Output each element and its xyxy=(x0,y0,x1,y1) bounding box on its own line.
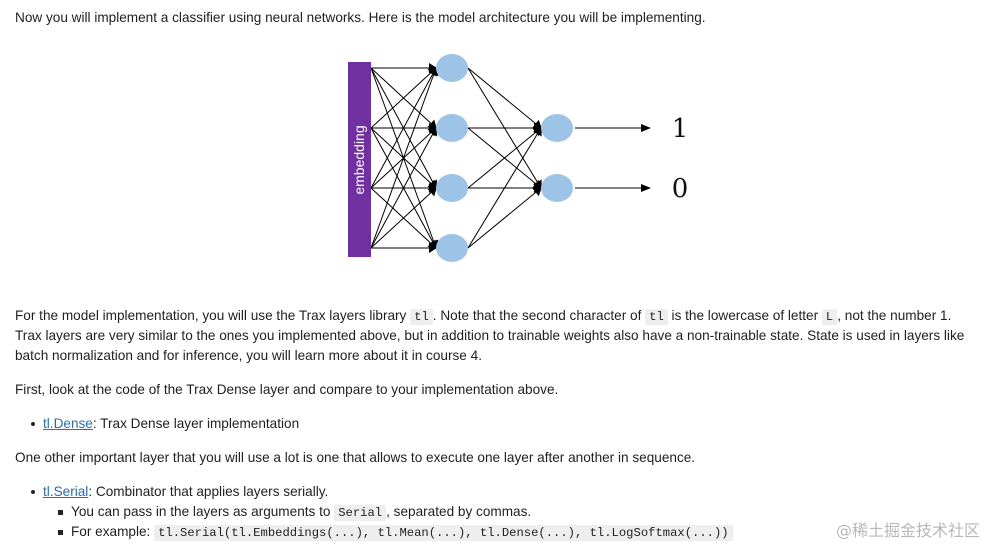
code-example: tl.Serial(tl.Embeddings(...), tl.Mean(..… xyxy=(154,525,733,541)
edge xyxy=(370,187,437,249)
sub1-text-b: , separated by commas. xyxy=(386,504,532,519)
para1-text-b: . Note that the second character of xyxy=(432,308,646,323)
code-tl-2: tl xyxy=(645,309,668,325)
dense-item: tl.Dense: Trax Dense layer implementatio… xyxy=(43,414,299,434)
nodes-group xyxy=(436,54,573,262)
code-tl: tl xyxy=(410,309,433,325)
serial-item: tl.Serial: Combinator that applies layer… xyxy=(43,482,328,502)
bullet-icon xyxy=(31,422,35,426)
dense-item-text: : Trax Dense layer implementation xyxy=(92,416,300,431)
hidden-node xyxy=(436,174,468,202)
edge xyxy=(467,127,542,249)
edges-group xyxy=(370,63,542,253)
outputs-group: 10 xyxy=(575,114,688,204)
watermark: @稀土掘金技术社区 xyxy=(836,521,981,540)
sub1-text-a: You can pass in the layers as arguments … xyxy=(71,504,335,519)
hidden-node xyxy=(436,234,468,262)
para1-line1: For the model implementation, you will u… xyxy=(15,306,951,327)
output-label: 1 xyxy=(672,114,689,144)
output-node xyxy=(541,114,573,142)
hidden-node xyxy=(436,114,468,142)
hidden-node xyxy=(436,54,468,82)
tl-serial-link[interactable]: tl.Serial xyxy=(43,484,89,499)
sub2-text-a: For example: xyxy=(71,524,155,539)
edge xyxy=(467,67,542,129)
serial-subitem-2: For example: tl.Serial(tl.Embeddings(...… xyxy=(71,522,733,543)
embedding-label: embedding xyxy=(351,125,367,194)
square-bullet-icon xyxy=(58,510,63,515)
para1-text-d: , not the number 1. xyxy=(837,308,952,323)
model-architecture-diagram: embedding 10 xyxy=(348,54,688,262)
para2: First, look at the code of the Trax Dens… xyxy=(15,382,559,397)
output-label: 0 xyxy=(672,174,689,204)
edge xyxy=(467,187,542,249)
edge xyxy=(467,127,542,189)
output-node xyxy=(541,174,573,202)
square-bullet-icon xyxy=(58,530,63,535)
tl-dense-link[interactable]: tl.Dense xyxy=(43,416,93,431)
edge xyxy=(370,67,438,189)
edge xyxy=(370,67,437,129)
para1-text-a: For the model implementation, you will u… xyxy=(15,308,411,323)
code-serial: Serial xyxy=(334,505,387,521)
embedding-layer xyxy=(348,62,371,257)
code-L: L xyxy=(821,309,838,325)
para3: One other important layer that you will … xyxy=(15,450,696,465)
para1-line3: batch normalization and for inference, y… xyxy=(15,348,482,363)
edge xyxy=(370,67,439,249)
edge xyxy=(370,127,438,249)
para1-text-c: is the lowercase of letter xyxy=(667,308,822,323)
bullet-icon xyxy=(31,490,35,494)
serial-subitem-1: You can pass in the layers as arguments … xyxy=(71,502,531,523)
intro-text: Now you will implement a classifier usin… xyxy=(15,10,706,25)
serial-item-text: : Combinator that applies layers seriall… xyxy=(88,484,329,499)
para1-line2: Trax layers are very similar to the ones… xyxy=(15,328,965,343)
